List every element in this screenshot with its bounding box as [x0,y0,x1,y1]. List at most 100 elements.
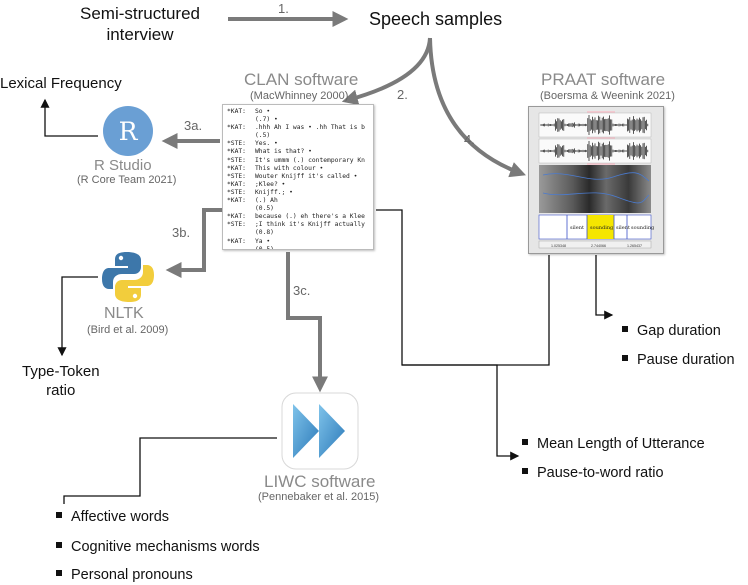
ttr-line-2: ratio [46,382,76,399]
arrow-step-4 [428,37,526,178]
nltk-citation: (Bird et al. 2009) [87,324,169,336]
clan-title: CLAN software [244,70,359,89]
transcript-text: ;Klee? • [255,180,286,188]
arrow-step-3b [165,208,222,278]
transcript-line: *STE: Yes. • [227,140,373,148]
r-studio-citation: (R Core Team 2021) [77,174,177,186]
transcript-text: (.7) • [255,116,278,124]
transcript-line: (0.8) [227,229,373,237]
transcript-text: (0.5) [255,205,274,213]
transcript-line: *STE: Wouter Knijff it's called • [227,173,373,181]
transcript-line: (.5) [227,132,373,140]
transcript-line: (.7) • [227,116,373,124]
r-logo-glyph: R [119,117,139,146]
transcript-speaker: *KAT: [227,164,246,172]
transcript-speaker: *KAT: [227,197,246,205]
transcript-text: (0.8) [255,229,274,237]
ttr-line-1: Type-Token [22,363,100,380]
transcript-text: because (.) eh there's a Klee [255,213,365,221]
transcript-text: Knijff.; • [255,188,293,196]
transcript-speaker [227,205,255,213]
transcript-line: *STE:;I think it's Knijff actually [227,221,373,229]
transcript-speaker: *STE: [227,172,246,180]
transcript-line: *STE: It's ummm (.) contemporary Kn [227,157,373,165]
transcript-speaker [227,116,255,124]
transcript-speaker: *STE: [227,140,246,148]
transcript-speaker: *KAT: [227,213,246,221]
liwc-output-3: Personal pronouns [56,567,193,583]
transcript-speaker: *KAT: [227,148,246,156]
praat-tier-3: silent [616,225,630,231]
transcript-line: (0.5) [227,205,373,213]
praat-citation: (Boersma & Weenink 2021) [540,90,675,102]
transcript-speaker: *KAT: [227,108,246,115]
arrow-step-2 [341,37,432,106]
connector-liwc-outputs [63,437,277,504]
transcript-text: What is that? • [255,148,312,156]
liwc-output-1: Affective words [56,509,169,525]
transcript-text: It's ummm (.) contemporary Kn [255,156,365,164]
praat-waveform-spectrogram: silent sounding silent sounding 1.025348… [529,107,663,253]
transcript-text: This with colour • [255,164,324,172]
step-3b-label: 3b. [172,225,191,240]
connector-clan-mlu [376,209,520,461]
liwc-output-2: Cognitive mechanisms words [56,539,260,555]
clan-output-mlu: Mean Length of Utterance [522,436,705,452]
r-studio-title: R Studio [94,157,152,174]
transcript-text: Ya • [255,237,271,245]
speech-samples-label: Speech samples [369,9,503,29]
interview-line-1: Semi-structured [80,4,200,23]
transcript-speaker [227,229,255,237]
transcript-text: Yes. • [255,140,278,148]
python-logo-icon [102,252,154,302]
transcript-text: Wouter Knijff it's called • [255,172,358,180]
praat-window: silent sounding silent sounding 1.025348… [528,106,664,254]
transcript-text: So • [255,108,271,115]
connector-praat-pause [402,255,550,366]
transcript-line: *KAT: because (.) eh there's a Klee [227,213,373,221]
clan-citation: (MacWhinney 2000) [250,90,349,102]
transcript-line: *STE:Knijff.; • [227,189,373,197]
transcript-text: (.) Ah [255,197,278,205]
connector-praat-gap [595,255,614,320]
praat-tier-4: sounding [631,225,655,231]
connector-nltk-ttr [57,276,98,357]
transcript-speaker [227,246,255,249]
praat-time-3: 1.265437 [627,244,642,248]
transcript-line: *KAT: (.) Ah [227,197,373,205]
transcript-text: (0.5) [255,245,274,250]
r-logo-icon: R [103,106,153,156]
transcript-line: (0.5) [227,245,373,250]
arrow-step-3c [286,252,328,393]
praat-tier-1: silent [570,225,584,231]
step-4-label: 4. [464,132,475,147]
transcript-line: *KAT: Ya • [227,238,373,246]
praat-tier-2: sounding [590,225,614,231]
transcript-speaker: *STE: [227,156,246,164]
transcript-text: (.5) [255,132,271,140]
transcript-speaker: *KAT: [227,180,246,188]
lexical-frequency-label: Lexical Frequency [0,75,122,92]
liwc-citation: (Pennebaker et al. 2015) [258,491,380,503]
transcript-text: .hhh Ah I was • .hh That is b [255,124,365,132]
step-3a-label: 3a. [184,118,203,133]
clan-output-pause-word: Pause-to-word ratio [522,465,664,481]
praat-time-1: 1.025348 [551,244,566,248]
liwc-title: LIWC software [264,472,376,491]
clan-transcript-window: *KAT:So •(.7) •*KAT:.hhh Ah I was • .hh … [222,104,374,250]
step-1-label: 1. [278,1,289,16]
transcript-speaker: *KAT: [227,237,246,245]
transcript-line: *KAT: What is that? • [227,148,373,156]
connector-r-lexical [40,98,98,137]
nltk-title: NLTK [104,305,144,322]
step-3c-label: 3c. [293,283,311,298]
transcript-line: *KAT: So • [227,108,373,116]
transcript-line: *KAT:.hhh Ah I was • .hh That is b [227,124,373,132]
liwc-logo-icon [281,392,359,470]
transcript-text: ;I think it's Knijff actually [255,221,365,229]
interview-label: Semi-structured interview [80,3,200,45]
transcript-line: *KAT: This with colour • [227,165,373,173]
transcript-line: *KAT: ;Klee? • [227,181,373,189]
type-token-ratio-label: Type-Token ratio [22,362,100,400]
